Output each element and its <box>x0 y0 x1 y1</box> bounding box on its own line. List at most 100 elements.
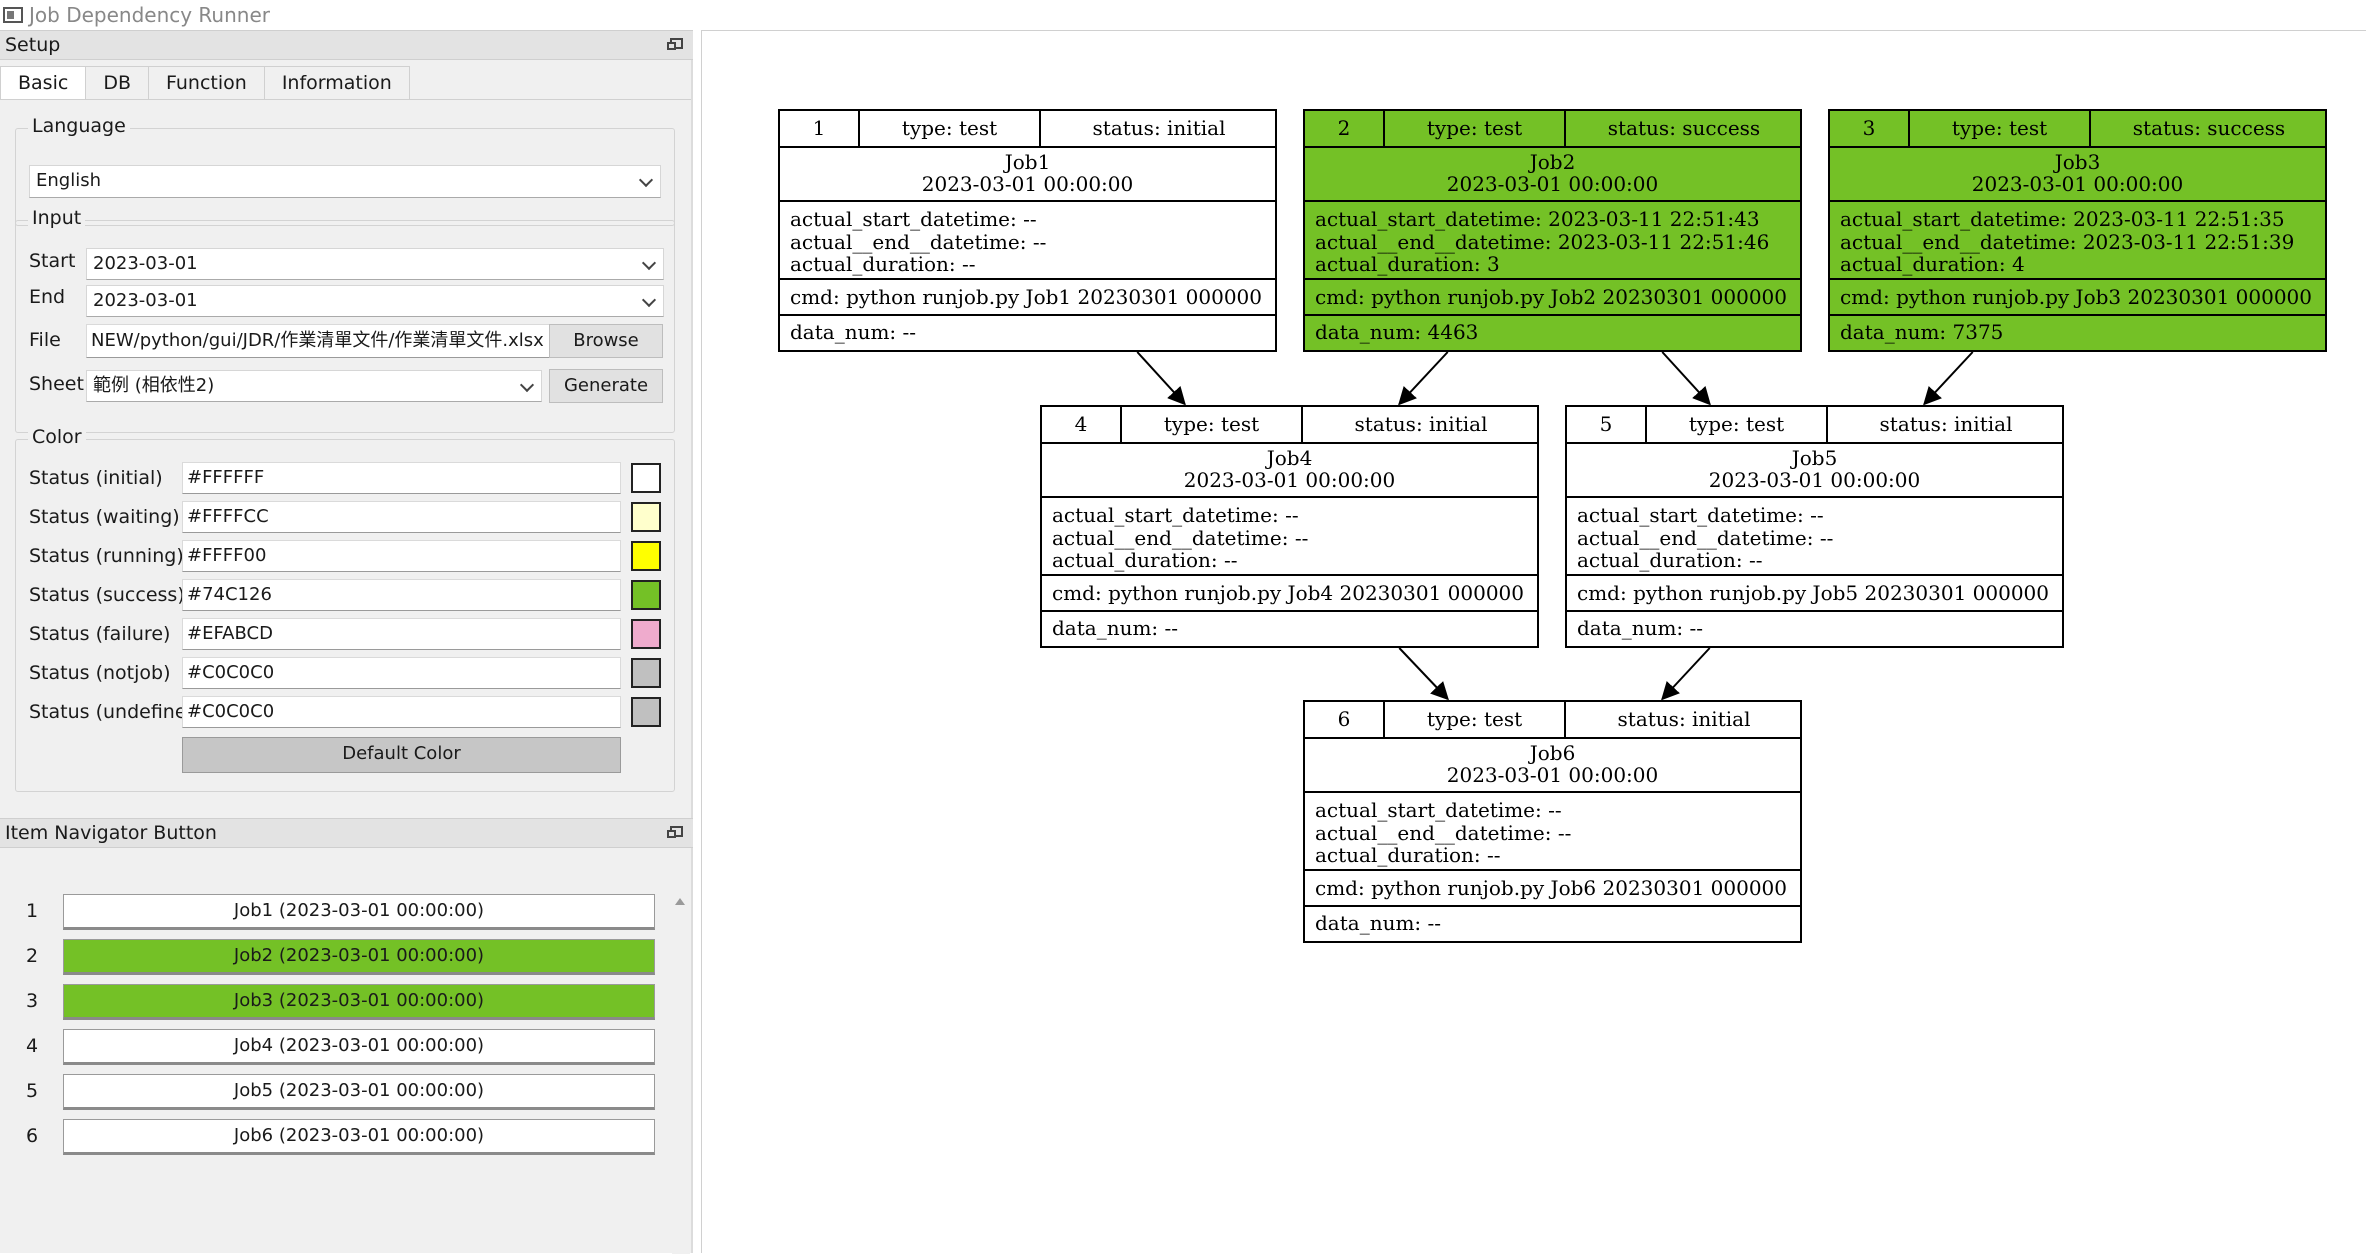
color-hex-input[interactable]: #FFFFCC <box>182 501 621 533</box>
color-swatch[interactable] <box>631 463 661 493</box>
navigator-job-button[interactable]: Job6 (2023-03-01 00:00:00) <box>63 1119 655 1155</box>
color-swatch[interactable] <box>631 697 661 727</box>
color-hex-value: #FFFF00 <box>187 545 267 566</box>
setup-panel: Setup Basic DB Function Information Lang… <box>0 30 693 1254</box>
color-hex-input[interactable]: #C0C0C0 <box>182 696 621 728</box>
browse-button[interactable]: Browse <box>549 324 663 358</box>
job-node-status: status: initial <box>1617 707 1751 731</box>
color-swatch[interactable] <box>631 541 661 571</box>
job-node-id: 4 <box>1042 407 1122 442</box>
vertical-scrollbar[interactable] <box>672 894 690 1254</box>
job-node-type: type: test <box>860 111 1041 146</box>
file-path-value: NEW/python/gui/JDR/作業清單文件/作業清單文件.xlsx <box>91 330 544 351</box>
tab-information[interactable]: Information <box>263 66 410 99</box>
color-swatch[interactable] <box>631 502 661 532</box>
color-hex-value: #EFABCD <box>187 623 273 644</box>
float-window-icon[interactable] <box>667 38 683 50</box>
chevron-down-icon <box>641 255 657 271</box>
file-label: File <box>29 329 61 351</box>
job-node-end: actual__end__datetime: -- <box>1315 820 1572 845</box>
job-node-end: actual__end__datetime: 2023-03-11 22:51:… <box>1840 229 2295 254</box>
job-node-cmd: cmd: python runjob.py Job2 20230301 0000… <box>1305 280 1800 316</box>
color-swatch[interactable] <box>631 619 661 649</box>
language-select[interactable]: English <box>29 165 661 198</box>
navigator-job-button[interactable]: Job1 (2023-03-01 00:00:00) <box>63 894 655 930</box>
color-row-label: Status (waiting) <box>29 506 180 528</box>
job-node-datetime: 2023-03-01 00:00:00 <box>1446 763 1659 787</box>
color-swatch[interactable] <box>631 658 661 688</box>
color-hex-value: #C0C0C0 <box>187 701 275 722</box>
color-row-label: Status (running) <box>29 545 184 567</box>
language-group-title: Language <box>28 115 130 137</box>
end-date-value: 2023-03-01 <box>93 290 198 311</box>
color-hex-input[interactable]: #FFFF00 <box>182 540 621 572</box>
color-group-title: Color <box>28 426 86 448</box>
color-hex-value: #FFFFCC <box>187 506 269 527</box>
sheet-value: 範例 (相依性2) <box>93 375 215 396</box>
job-node-actuals: actual_start_datetime: --actual__end__da… <box>780 202 1275 280</box>
default-color-button[interactable]: Default Color <box>182 737 621 773</box>
file-path-input[interactable]: NEW/python/gui/JDR/作業清單文件/作業清單文件.xlsx <box>86 324 556 358</box>
dependency-edges <box>1136 351 1974 701</box>
float-window-icon[interactable] <box>667 826 683 838</box>
dependency-edge <box>1661 647 1711 701</box>
color-swatch[interactable] <box>631 580 661 610</box>
input-group: Input Start 2023-03-01 End 2023-03-01 Fi… <box>15 207 675 433</box>
job-node-data-num: data_num: -- <box>1052 616 1179 640</box>
tab-basic[interactable]: Basic <box>0 66 87 99</box>
navigator-dock-header: Item Navigator Button <box>0 818 693 848</box>
job-node-actuals: actual_start_datetime: --actual__end__da… <box>1567 498 2062 576</box>
color-hex-input[interactable]: #C0C0C0 <box>182 657 621 689</box>
job-node-id: 3 <box>1830 111 1910 146</box>
color-row-label: Status (failure) <box>29 623 171 645</box>
job-node-cmd: cmd: python runjob.py Job4 20230301 0000… <box>1042 576 1537 612</box>
job-node-data-num: data_num: 7375 <box>1840 320 2004 344</box>
setup-title: Setup <box>5 34 61 56</box>
color-hex-input[interactable]: #FFFFFF <box>182 462 621 494</box>
tab-db[interactable]: DB <box>85 66 149 99</box>
window-title: Job Dependency Runner <box>29 3 270 27</box>
job-node-name: Job2 <box>1529 150 1576 174</box>
tab-function[interactable]: Function <box>147 66 265 99</box>
navigator-job-button[interactable]: Job2 (2023-03-01 00:00:00) <box>63 939 655 975</box>
color-hex-value: #FFFFFF <box>187 467 265 488</box>
navigator-job-button[interactable]: Job4 (2023-03-01 00:00:00) <box>63 1029 655 1065</box>
sheet-select[interactable]: 範例 (相依性2) <box>86 370 542 402</box>
end-date-select[interactable]: 2023-03-01 <box>86 285 664 317</box>
color-hex-input[interactable]: #74C126 <box>182 579 621 611</box>
color-hex-value: #74C126 <box>187 584 272 605</box>
start-date-select[interactable]: 2023-03-01 <box>86 248 664 280</box>
navigator-row-number: 1 <box>26 900 39 922</box>
scroll-up-arrow-icon[interactable] <box>675 898 685 905</box>
job-node-data-num: data_num: 4463 <box>1315 320 1479 344</box>
job-node-id: 2 <box>1305 111 1385 146</box>
color-hex-input[interactable]: #EFABCD <box>182 618 621 650</box>
job-node-type: type: test <box>1385 111 1566 146</box>
navigator-job-button[interactable]: Job5 (2023-03-01 00:00:00) <box>63 1074 655 1110</box>
generate-button[interactable]: Generate <box>549 369 663 403</box>
title-bar: Job Dependency Runner <box>0 0 2366 30</box>
job-node-end: actual__end__datetime: 2023-03-11 22:51:… <box>1315 229 1770 254</box>
navigator-job-button[interactable]: Job3 (2023-03-01 00:00:00) <box>63 984 655 1020</box>
job-node-status: status: success <box>1607 116 1761 140</box>
color-row-label: Status (notjob) <box>29 662 171 684</box>
job-node-actuals: actual_start_datetime: --actual__end__da… <box>1305 793 1800 871</box>
job-node-end: actual__end__datetime: -- <box>790 229 1047 254</box>
job-node-duration: actual_duration: -- <box>1315 843 1501 867</box>
